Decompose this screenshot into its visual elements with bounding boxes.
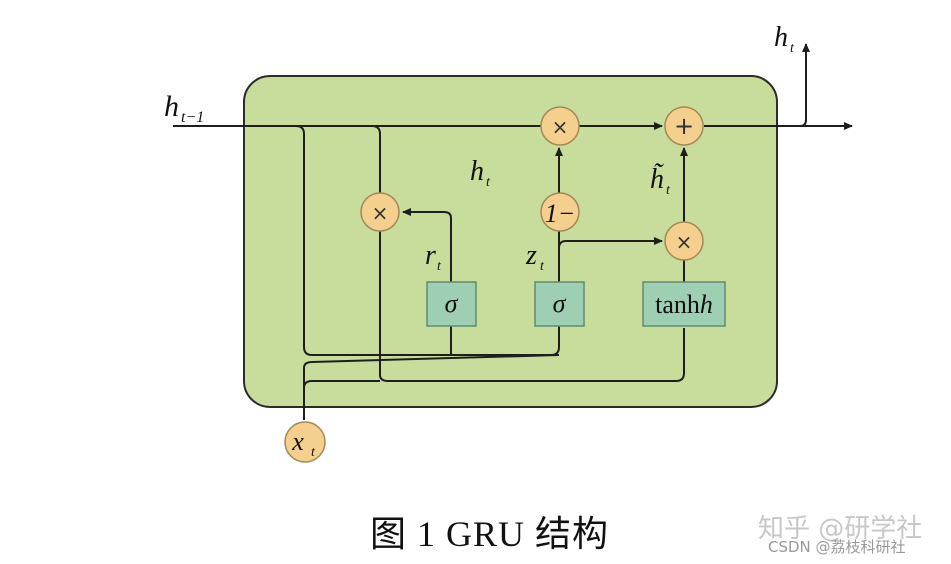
sigma-icon: σ <box>445 289 459 318</box>
label-r: r t <box>425 240 442 274</box>
op-one-minus: 1− <box>540 192 580 232</box>
sigma-icon: σ <box>553 289 567 318</box>
watermark-zhihu: 知乎 @研学社 <box>758 514 923 544</box>
svg-text:h: h <box>164 90 179 123</box>
gate-sigma-reset: σ <box>426 281 477 327</box>
times-icon: × <box>372 201 389 225</box>
connections <box>173 43 853 420</box>
times-icon: × <box>552 115 569 139</box>
svg-text:z: z <box>525 240 537 271</box>
op-mult-reset: × <box>360 192 400 232</box>
times-icon: × <box>676 230 693 254</box>
svg-text:t: t <box>437 259 442 274</box>
plus-icon: + <box>674 112 694 140</box>
svg-text:h: h <box>774 22 788 53</box>
watermark-csdn: CSDN @荔枝科研社 <box>768 538 906 556</box>
op-plus: + <box>664 106 704 146</box>
svg-text:h: h <box>470 156 484 187</box>
op-mult-update: × <box>540 106 580 146</box>
figure-caption: 图 1 GRU 结构 <box>370 514 610 554</box>
svg-text:x: x <box>291 427 304 456</box>
svg-text:tanhh: tanhh <box>655 290 713 319</box>
op-mult-candidate: × <box>664 221 704 261</box>
h-out-branch <box>799 43 810 127</box>
label-z: z t <box>525 240 545 274</box>
gate-sigma-update: σ <box>534 281 585 327</box>
svg-text:t: t <box>540 259 545 274</box>
svg-text:h̃: h̃ <box>650 163 665 195</box>
svg-text:t−1: t−1 <box>181 109 204 126</box>
svg-text:t: t <box>486 175 491 190</box>
svg-text:t: t <box>311 445 316 460</box>
label-h-out: h t <box>774 22 795 56</box>
gate-tanh: tanhh <box>642 281 726 327</box>
svg-text:1−: 1− <box>545 199 576 228</box>
svg-text:r: r <box>425 240 436 271</box>
svg-text:t: t <box>666 183 671 198</box>
input-x: x t <box>284 421 326 463</box>
label-h-mid: h t <box>470 156 491 190</box>
svg-text:t: t <box>790 41 795 56</box>
label-h-prev: h t−1 <box>164 90 204 126</box>
label-h-tilde: h̃ t <box>650 163 671 198</box>
